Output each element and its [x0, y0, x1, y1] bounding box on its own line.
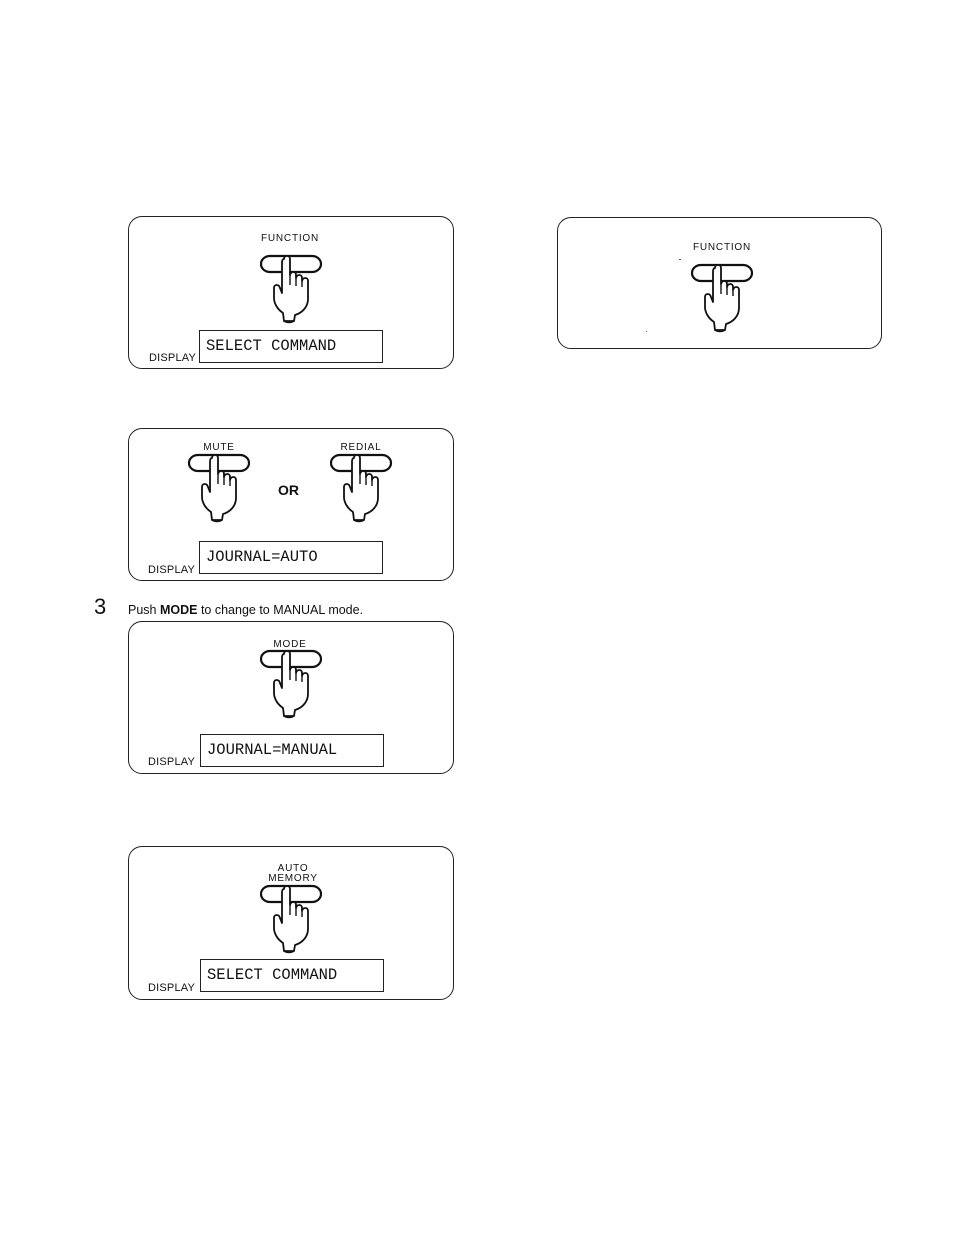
redial-button-press-icon[interactable] — [330, 452, 394, 524]
step-text-before: Push — [128, 603, 160, 617]
mute-button-press-icon[interactable] — [188, 452, 252, 524]
speck — [679, 259, 681, 260]
mode-panel: MODE DISPLAY JOURNAL=MANUAL — [128, 621, 454, 774]
step-text-bold: MODE — [160, 603, 198, 617]
step-instruction: Push MODE to change to MANUAL mode. — [128, 603, 363, 617]
mute-redial-panel: MUTE OR REDIAL DISPLAY JOURNAL=AUTO — [128, 428, 454, 581]
function-panel-right: FUNCTION — [557, 217, 882, 349]
auto-memory-panel: AUTO MEMORY DISPLAY SELECT COMMAND — [128, 846, 454, 1000]
speck — [646, 331, 647, 332]
display-label: DISPLAY — [148, 982, 195, 994]
function-button-label: FUNCTION — [230, 233, 350, 244]
mode-button-press-icon[interactable] — [260, 648, 324, 720]
function-button-label: FUNCTION — [662, 242, 782, 253]
display-label: DISPLAY — [149, 352, 196, 364]
function-panel-left: FUNCTION DISPLAY SELECT COMMAND — [128, 216, 454, 369]
step-number: 3 — [94, 594, 106, 620]
display-screen: JOURNAL=AUTO — [199, 541, 383, 574]
display-screen: SELECT COMMAND — [200, 959, 384, 992]
display-label: DISPLAY — [148, 756, 195, 768]
function-button-press-icon[interactable] — [691, 262, 755, 334]
display-screen: JOURNAL=MANUAL — [200, 734, 384, 767]
or-text: OR — [278, 482, 299, 498]
auto-memory-button-press-icon[interactable] — [260, 883, 324, 955]
display-label: DISPLAY — [148, 564, 195, 576]
function-button-press-icon[interactable] — [260, 253, 324, 325]
step-text-after: to change to MANUAL mode. — [197, 603, 363, 617]
display-screen: SELECT COMMAND — [199, 330, 383, 363]
